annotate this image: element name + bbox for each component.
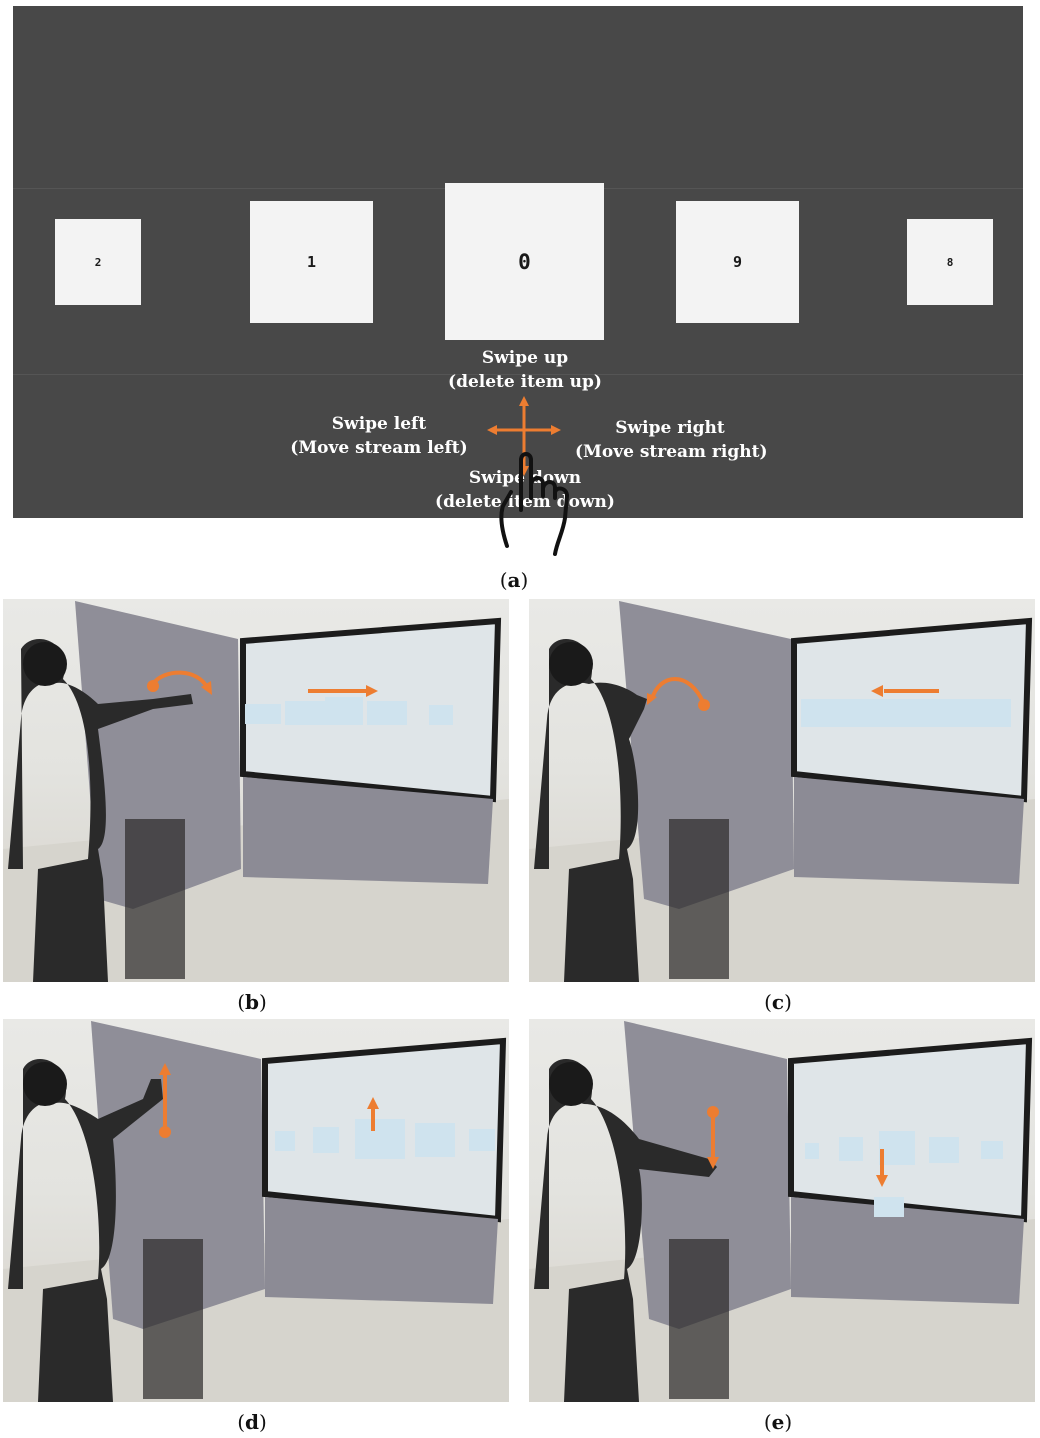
caption-e: (e) [763,1410,793,1434]
band-line-bottom [13,374,1023,375]
swipe-up-label: Swipe up (delete item up) [425,346,625,394]
item-card-right-near[interactable]: 9 [676,201,799,323]
swipe-right-title: Swipe right [615,418,725,438]
caption-a: (a) [499,568,529,592]
swipe-down-desc: (delete item down) [435,492,615,512]
swipe-right-desc: (Move stream right) [575,442,768,462]
swipe-right-label: Swipe right (Move stream right) [575,416,768,464]
swipe-up-title: Swipe up [481,348,569,368]
item-card-left-near[interactable]: 1 [250,201,373,323]
photo-swipe-up [3,1019,509,1402]
swipe-left-desc: (Move stream left) [290,438,468,458]
gesture-ui-panel: 2 1 0 9 8 Swipe up (delete item up) Swip… [13,6,1023,518]
pointing-hand-icon [499,452,569,556]
photo-swipe-down [529,1019,1035,1402]
caption-d: (d) [237,1410,267,1434]
photo-swipe-right [3,599,509,982]
swipe-left-title: Swipe left [331,414,427,434]
item-card-left-far[interactable]: 2 [55,219,141,305]
caption-b: (b) [237,990,267,1014]
caption-c: (c) [764,990,792,1014]
photo-swipe-left [529,599,1035,982]
swipe-up-desc: (delete item up) [448,372,602,392]
item-card-center[interactable]: 0 [445,183,604,340]
arrow-cross-icon [487,396,561,476]
item-card-right-far[interactable]: 8 [907,219,993,305]
swipe-left-label: Swipe left (Move stream left) [285,412,473,460]
